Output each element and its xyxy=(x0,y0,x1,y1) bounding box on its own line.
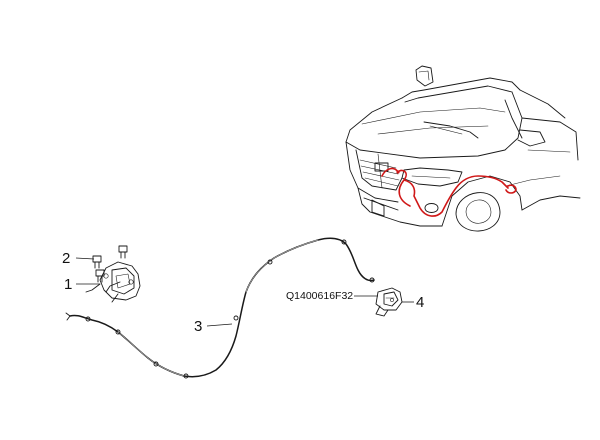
callout-4: 4 xyxy=(416,294,424,311)
bolt-3 xyxy=(118,245,128,259)
bolts xyxy=(92,245,128,283)
callout-2: 2 xyxy=(62,250,70,267)
callout-3: 3 xyxy=(194,318,202,335)
hood-release-handle xyxy=(375,287,403,317)
bolt-2 xyxy=(95,269,105,283)
bolt-1 xyxy=(92,255,102,269)
vehicle-illustration xyxy=(345,65,581,232)
callout-1: 1 xyxy=(64,276,72,293)
part-number-label: Q1400616F32 xyxy=(286,290,353,302)
hood-latch-assembly xyxy=(85,261,141,303)
callout-leaders xyxy=(75,257,414,327)
hood-release-cable xyxy=(65,237,375,379)
cable-routing-highlight xyxy=(381,167,509,217)
